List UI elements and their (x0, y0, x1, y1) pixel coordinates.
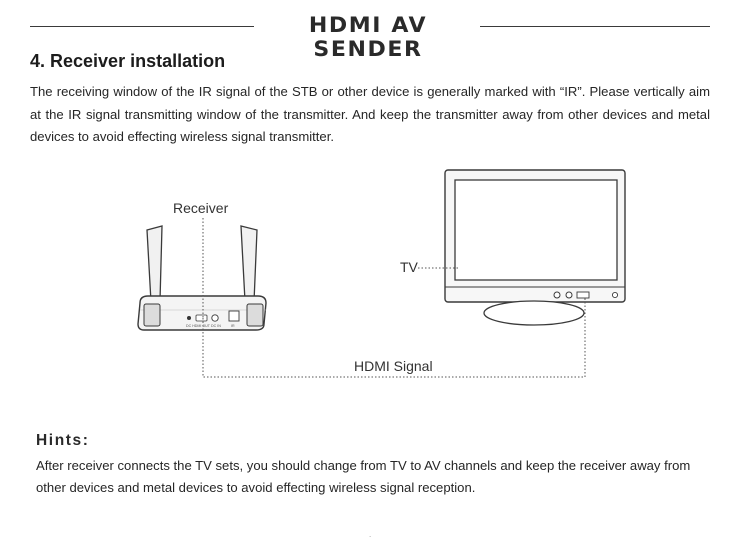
hdmi-signal-label: HDMI Signal (354, 358, 433, 374)
header-banner: HDMI AV SENDER (0, 12, 732, 61)
tv-label: TV (400, 259, 419, 275)
receiver-device: DC HDMI OUT DC IN IR (137, 295, 267, 331)
banner-rule-left (30, 26, 254, 27)
footer-mark: . (369, 530, 372, 539)
banner-title: HDMI AV SENDER (308, 13, 428, 61)
hints-paragraph: After receiver connects the TV sets, you… (36, 458, 691, 495)
port-label-ir: IR (231, 324, 235, 328)
port-label-hdmi: DC HDMI OUT (186, 324, 211, 328)
banner-rule-right (480, 26, 710, 27)
installation-diagram: DC HDMI OUT DC IN IR Receiver TV HDMI Si… (137, 169, 626, 378)
receiver-antenna-right (240, 225, 258, 308)
receiver-label: Receiver (173, 200, 229, 216)
port-label-dc: DC IN (211, 324, 221, 328)
section-heading: 4. Receiver installation (30, 51, 226, 71)
hints-heading: Hints: (36, 432, 90, 449)
receiver-antenna-left (146, 225, 163, 308)
tv-device (444, 169, 626, 326)
hdmi-cable-line (202, 297, 586, 378)
intro-paragraph: The receiving window of the IR signal of… (30, 84, 710, 144)
